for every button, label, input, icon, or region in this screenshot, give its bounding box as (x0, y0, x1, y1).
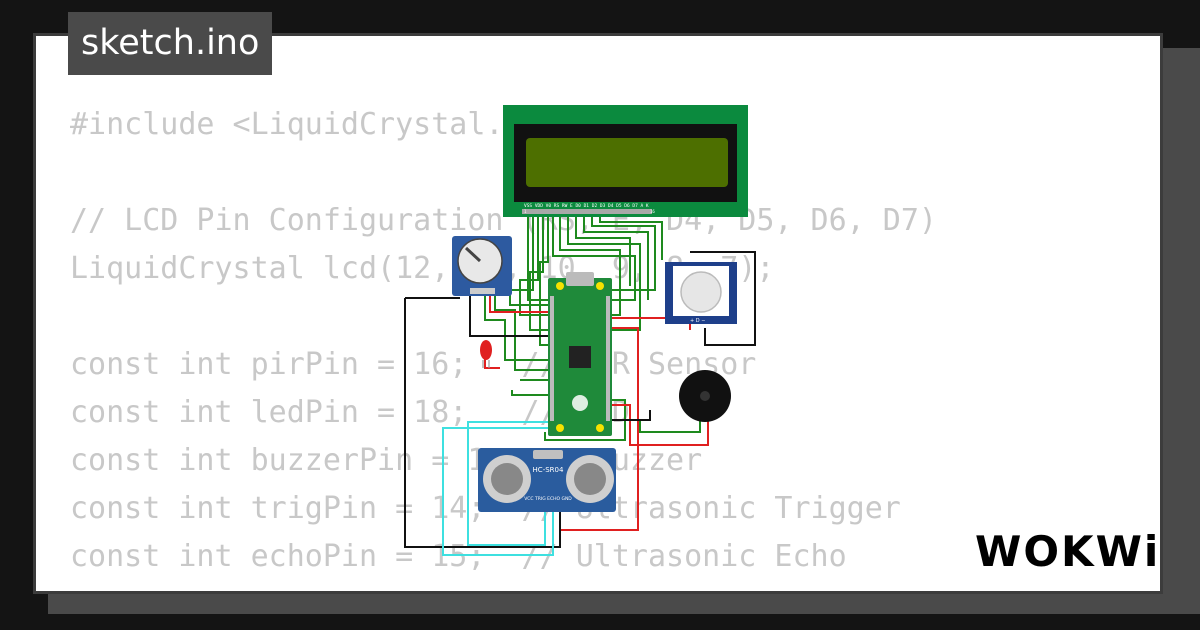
pico-usb-port (566, 272, 594, 286)
lcd-pin-header (522, 209, 652, 214)
lcd-screen (526, 138, 728, 187)
potentiometer-pins (470, 288, 495, 294)
pir-dome-icon (680, 271, 722, 313)
code-line: // LCD Pin Configuration (RS, E, D4, D5,… (70, 203, 937, 238)
pir-sensor[interactable]: + D − (665, 262, 737, 324)
ultrasonic-pin-labels: VCC TRIG ECHO GND (524, 496, 572, 502)
file-tab[interactable]: sketch.ino (68, 12, 273, 75)
pico-pin-rows (550, 296, 610, 421)
lcd-display[interactable]: VSS VDD V0 RS RW E D0 D1 D2 D3 D4 D5 D6 … (503, 105, 748, 217)
green-wires (484, 208, 701, 441)
wires (404, 208, 756, 556)
pir-pin-labels: + D − (690, 318, 705, 324)
wokwi-logo[interactable]: WOKWi (975, 524, 1155, 578)
pico-mount-hole (556, 282, 564, 290)
pico-chip (569, 346, 591, 368)
red-led[interactable] (480, 340, 492, 368)
lcd-pin-labels: VSS VDD V0 RS RW E D0 D1 D2 D3 D4 D5 D6 … (524, 203, 649, 209)
pico-mount-hole (556, 424, 564, 432)
led-icon (480, 340, 492, 360)
ultrasonic-crystal (533, 450, 563, 459)
buzzer[interactable] (679, 370, 731, 422)
code-line: const int pirPin = 16; // PIR Sensor (70, 347, 757, 382)
buzzer-center (700, 391, 710, 401)
lcd-pin-last: 16 (650, 209, 655, 214)
wokwi-logo-text: WOKWi (975, 527, 1155, 576)
black-wires (404, 251, 756, 548)
pico-mount-hole (596, 282, 604, 290)
ultrasonic-label: HC-SR04 (533, 466, 564, 474)
code-line: const int echoPin = 15; // Ultrasonic Ec… (70, 539, 847, 574)
code-line: #include <LiquidCrystal.h> (70, 107, 540, 142)
cyan-wires (442, 421, 554, 556)
pico-mount-hole (596, 424, 604, 432)
potentiometer-indicator (464, 246, 482, 263)
raspberry-pi-pico[interactable] (548, 272, 612, 436)
potentiometer[interactable] (452, 236, 512, 296)
lcd-pin-first: 1 (524, 209, 527, 214)
ultrasonic-sensor[interactable]: HC-SR04 VCC TRIG ECHO GND (478, 448, 616, 512)
raspberry-logo-icon (572, 395, 588, 411)
